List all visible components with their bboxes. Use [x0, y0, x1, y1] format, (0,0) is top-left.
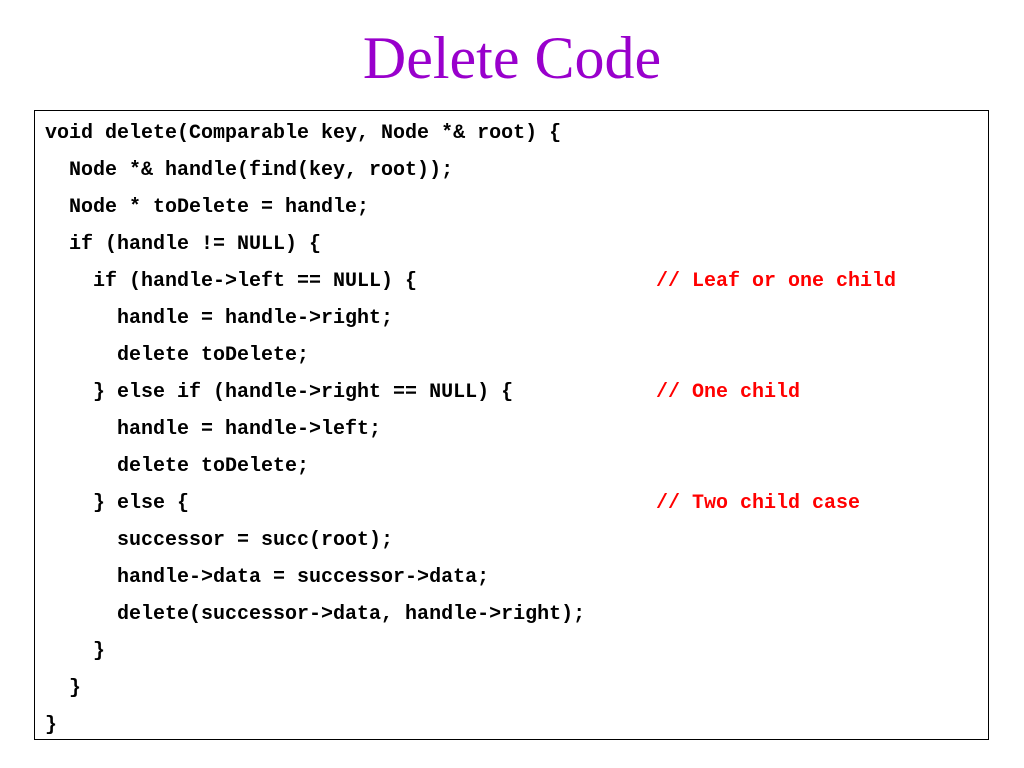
code-line: void delete(Comparable key, Node *& root… [45, 122, 562, 145]
code-comment-leaf-or-one-child: // Leaf or one child [656, 270, 897, 293]
code-line: handle = handle->right; [45, 307, 394, 330]
code-line: } [45, 714, 58, 737]
code-line: if (handle->left == NULL) { [45, 270, 418, 293]
code-block: void delete(Comparable key, Node *& root… [34, 110, 989, 740]
slide-title: Delete Code [362, 25, 662, 91]
code-line: } else { [45, 492, 190, 515]
code-line: } else if (handle->right == NULL) { [45, 381, 514, 404]
code-line: Node * toDelete = handle; [45, 196, 370, 219]
code-comment-two-child-case: // Two child case [656, 492, 861, 515]
code-line: if (handle != NULL) { [45, 233, 322, 256]
code-line: } [45, 640, 106, 663]
code-line: delete toDelete; [45, 455, 310, 478]
code-line: handle = handle->left; [45, 418, 382, 441]
code-line: delete toDelete; [45, 344, 310, 367]
code-line: successor = succ(root); [45, 529, 394, 552]
code-line: delete(successor->data, handle->right); [45, 603, 586, 626]
code-line: } [45, 677, 82, 700]
code-line: handle->data = successor->data; [45, 566, 490, 589]
code-line: Node *& handle(find(key, root)); [45, 159, 454, 182]
code-comment-one-child: // One child [656, 381, 801, 404]
